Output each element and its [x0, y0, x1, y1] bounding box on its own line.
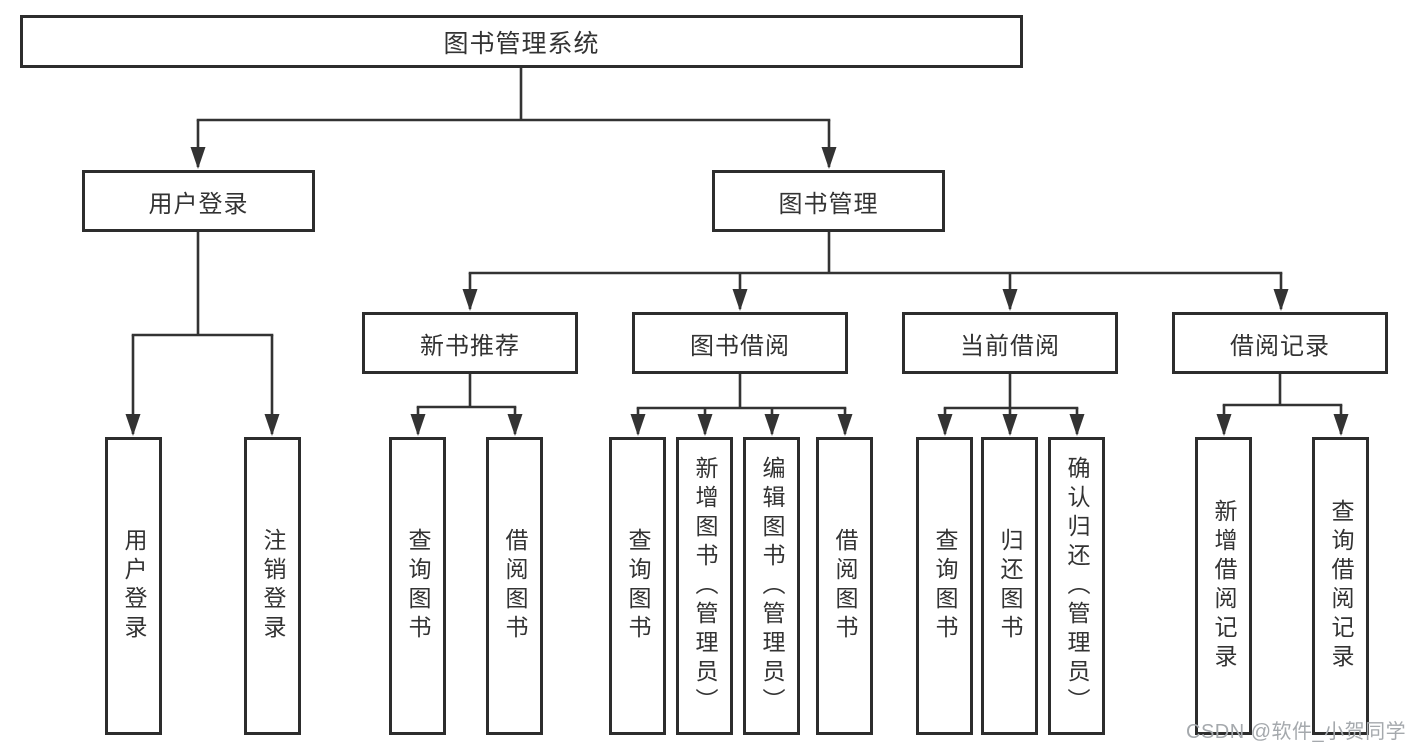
leaf-add-books-admin: 新增图书（管理员）: [676, 437, 733, 735]
leaf-return-books: 归还图书: [981, 437, 1038, 735]
leaf-borrow-books-recommend: 借阅图书: [486, 437, 543, 735]
connector-borrow-records-children: [1216, 374, 1349, 436]
connector-user-login-children: [125, 232, 280, 436]
leaf-query-books-current: 查询图书: [916, 437, 973, 735]
leaf-logout: 注销登录: [244, 437, 301, 735]
connector-current-borrow-children: [937, 374, 1085, 436]
connector-book-management-children: [462, 232, 1289, 311]
node-user-login: 用户登录: [82, 170, 315, 232]
leaf-query-borrow-record: 查询借阅记录: [1312, 437, 1369, 735]
connector-new-book-recommend-children: [410, 374, 523, 436]
node-book-management: 图书管理: [712, 170, 945, 232]
node-root: 图书管理系统: [20, 15, 1023, 68]
node-book-borrow: 图书借阅: [632, 312, 848, 374]
connector-root-to-level2: [190, 68, 837, 169]
leaf-query-books-borrow: 查询图书: [609, 437, 666, 735]
leaf-user-login: 用户登录: [105, 437, 162, 735]
node-current-borrow: 当前借阅: [902, 312, 1118, 374]
leaf-confirm-return-admin: 确认归还（管理员）: [1048, 437, 1105, 735]
leaf-add-borrow-record: 新增借阅记录: [1195, 437, 1252, 735]
leaf-query-books-recommend: 查询图书: [389, 437, 446, 735]
csdn-watermark: CSDN @软件_小贺同学: [1186, 721, 1405, 743]
node-borrow-records: 借阅记录: [1172, 312, 1388, 374]
leaf-edit-books-admin: 编辑图书（管理员）: [743, 437, 800, 735]
leaf-borrow-books: 借阅图书: [816, 437, 873, 735]
connector-book-borrow-children: [630, 374, 853, 436]
node-new-book-recommend: 新书推荐: [362, 312, 578, 374]
